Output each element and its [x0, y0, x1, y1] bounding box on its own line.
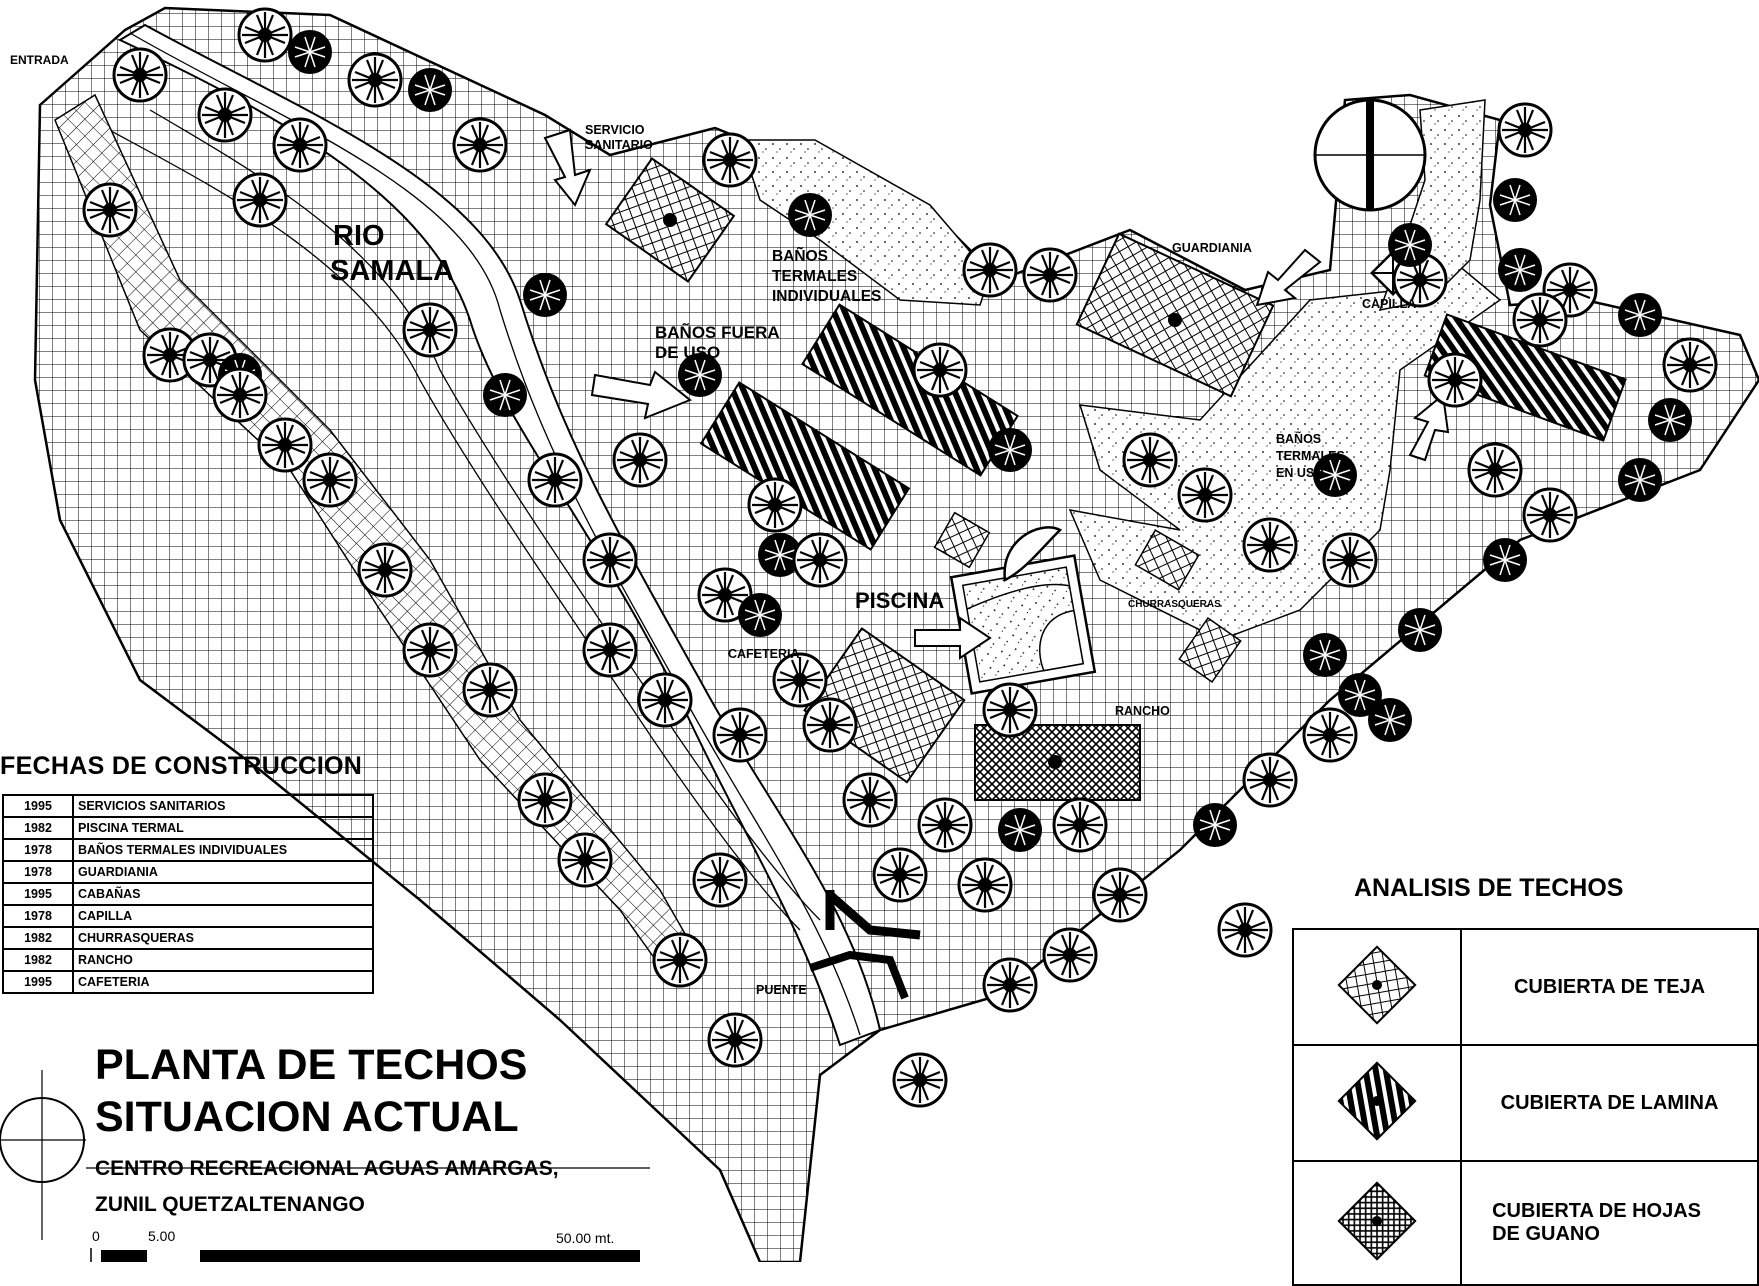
table-row: CUBIERTA DE TEJA: [1291, 928, 1759, 1046]
plan-title-line2: SITUACION ACTUAL: [95, 1093, 519, 1141]
arrow-piscina: [914, 616, 992, 660]
label-banos-uso-1: BAÑOS: [1276, 431, 1321, 446]
bridge-upper: [825, 890, 921, 940]
arrow-banos-uso: [1408, 393, 1450, 462]
orientation-symbol-icon: [0, 1070, 650, 1240]
roof-analysis-title: ANALISIS DE TECHOS: [1354, 874, 1624, 902]
fecha-year: 1982: [2, 948, 74, 972]
fecha-name: CABAÑAS: [72, 882, 374, 906]
fechas-title: FECHAS DE CONSTRUCCION: [0, 752, 363, 780]
label-puente: PUENTE: [756, 983, 807, 997]
label-servicio-2: SANITARIO: [585, 138, 653, 152]
fecha-year: 1978: [2, 860, 74, 884]
roof-legend-table: CUBIERTA DE TEJA CUBIERTA DE LAMINA CUBI…: [1291, 928, 1759, 1286]
tile-roof-icon: [1291, 928, 1463, 1046]
piscina-shade: [1003, 526, 1063, 582]
roof-label: CUBIERTA DE HOJAS DE GUANO: [1460, 1160, 1759, 1286]
label-piscina: PISCINA: [855, 588, 944, 613]
label-churrasqueras: CHURRASQUERAS: [1128, 599, 1221, 610]
fecha-year: 1978: [2, 838, 74, 862]
label-rancho: RANCHO: [1115, 704, 1170, 718]
fecha-year: 1995: [2, 794, 74, 818]
label-cafeteria: CAFETERIA: [728, 647, 800, 661]
fecha-name: BAÑOS TERMALES INDIVIDUALES: [72, 838, 374, 862]
label-banos-fuera-2: DE USO: [655, 343, 720, 362]
river-samala: [117, 23, 882, 1047]
roof-label: CUBIERTA DE TEJA: [1460, 928, 1759, 1046]
label-entrada: ENTRADA: [10, 53, 69, 67]
dotted-plaza-north: [738, 139, 991, 306]
fecha-year: 1982: [2, 816, 74, 840]
label-banos-uso-2: TERMALES: [1276, 449, 1345, 463]
fecha-year: 1978: [2, 904, 74, 928]
label-rio-1: RIO: [333, 220, 385, 252]
arrow-servicio: [543, 128, 592, 207]
plan-subtitle-line1: CENTRO RECREACIONAL AGUAS AMARGAS,: [95, 1157, 559, 1180]
fecha-name: CAPILLA: [72, 904, 374, 928]
arrow-guardiania: [1255, 248, 1322, 307]
scale-label-zero: 0: [92, 1228, 100, 1244]
churrasquera-3: [1178, 617, 1242, 683]
label-banos-ind-1: BAÑOS: [772, 247, 828, 265]
fecha-year: 1995: [2, 882, 74, 906]
churrasquera-1: [933, 511, 991, 569]
bridge-lower: [808, 950, 909, 1000]
arrow-banos-fuera: [590, 370, 692, 420]
label-guardiania: GUARDIANIA: [1172, 241, 1252, 255]
fecha-year: 1982: [2, 926, 74, 950]
scale-label-fifty: 50.00 mt.: [556, 1230, 615, 1246]
label-capilla: CAPILLA: [1362, 297, 1416, 311]
fecha-name: PISCINA TERMAL: [72, 816, 374, 840]
label-banos-fuera-1: BAÑOS FUERA: [655, 322, 780, 342]
piscina-pool: [949, 554, 1097, 695]
plan-subtitle-line2: ZUNIL QUETZALTENANGO: [95, 1193, 365, 1216]
fecha-name: RANCHO: [72, 948, 374, 972]
sheet-roof-icon: [1291, 1044, 1463, 1162]
label-servicio-1: SERVICIO: [585, 123, 645, 137]
label-banos-uso-3: EN USO: [1276, 466, 1324, 480]
fecha-year: 1995: [2, 970, 74, 994]
label-banos-ind-3: INDIVIDUALES: [772, 288, 881, 305]
churrasquera-2: [1134, 529, 1200, 591]
label-banos-ind-2: TERMALES: [772, 268, 857, 285]
table-row: CUBIERTA DE LAMINA: [1291, 1044, 1759, 1162]
fecha-name: CAFETERIA: [72, 970, 374, 994]
cafeteria-roof: [803, 627, 966, 784]
table-row: CUBIERTA DE HOJAS DE GUANO: [1291, 1160, 1759, 1286]
fecha-name: SERVICIOS SANITARIOS: [72, 794, 374, 818]
plan-title-line1: PLANTA DE TECHOS: [95, 1041, 528, 1089]
fecha-name: GUARDIANIA: [72, 860, 374, 884]
fecha-name: CHURRASQUERAS: [72, 926, 374, 950]
scale-bar: [90, 1248, 640, 1262]
guano-roof-icon: [1291, 1160, 1463, 1286]
roof-label: CUBIERTA DE LAMINA: [1460, 1044, 1759, 1162]
north-arrow-icon: [1313, 98, 1427, 212]
label-rio-2: SAMALA: [330, 255, 454, 287]
scale-label-five: 5.00: [148, 1228, 176, 1244]
